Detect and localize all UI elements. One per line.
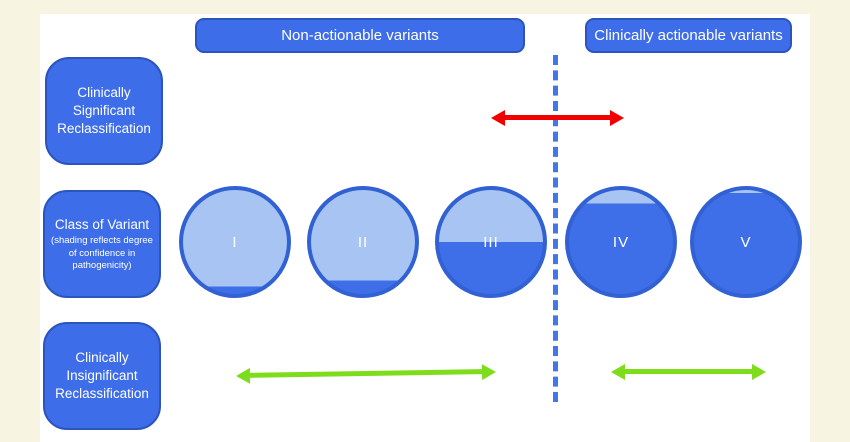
variant-circle-class-3: III (435, 186, 547, 298)
header-actionable-label: Clinically actionable variants (594, 27, 783, 44)
class-of-variant-title: Class of Variant (54, 216, 150, 232)
variant-circle-label: I (232, 233, 238, 251)
variant-circle-label: II (357, 233, 369, 251)
variant-circle-class-2: II (307, 186, 419, 298)
class-of-variant-subtitle: (shading reflects degree of confidence i… (51, 235, 153, 272)
red-bidirectional-arrow (505, 115, 610, 120)
header-clinically-actionable-variants: Clinically actionable variants (585, 18, 792, 53)
header-non-actionable-label: Non-actionable variants (281, 27, 439, 44)
insignificant-label-text: Clinically Insignificant Reclassificatio… (55, 350, 149, 401)
variant-circle-label: III (483, 233, 499, 251)
label-clinically-significant-reclassification: Clinically Significant Reclassification (45, 57, 163, 165)
label-clinically-insignificant-reclassification: Clinically Insignificant Reclassificatio… (43, 322, 161, 430)
significant-label-text: Clinically Significant Reclassification (57, 85, 151, 136)
dashed-divider-line (553, 55, 558, 402)
variant-circle-class-4: IV (565, 186, 677, 298)
variant-circle-label: V (740, 233, 752, 251)
variant-circle-class-1: I (179, 186, 291, 298)
green-bidirectional-arrow-right (625, 369, 752, 374)
variant-circle-class-5: V (690, 186, 802, 298)
label-class-of-variant: Class of Variant (shading reflects degre… (43, 190, 161, 298)
header-non-actionable-variants: Non-actionable variants (195, 18, 525, 53)
variant-circle-label: IV (612, 233, 630, 251)
